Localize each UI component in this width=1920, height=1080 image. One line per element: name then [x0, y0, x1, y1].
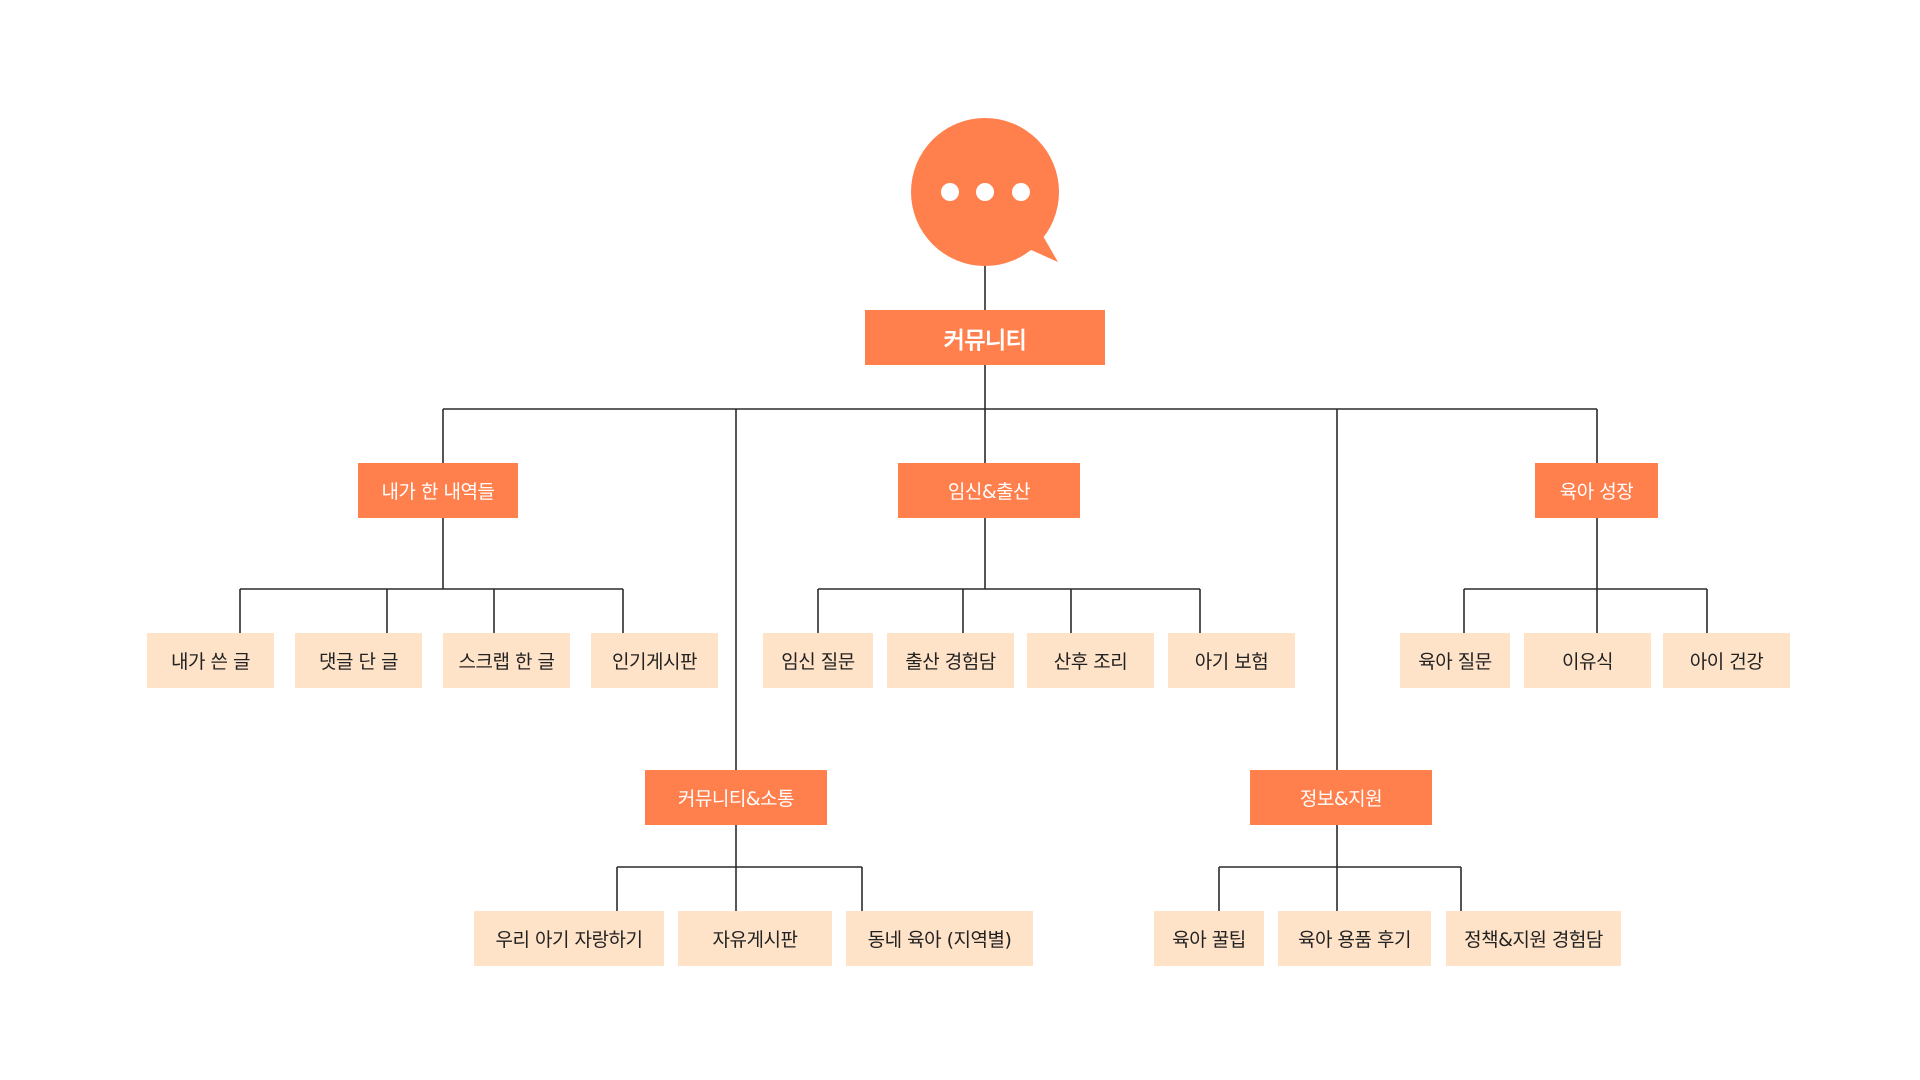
leaf-baby-food[interactable]: 이유식 [1524, 633, 1651, 688]
leaf-parenting-tips[interactable]: 육아 꿀팁 [1154, 911, 1264, 966]
leaf-child-health[interactable]: 아이 건강 [1663, 633, 1790, 688]
leaf-free-board[interactable]: 자유게시판 [678, 911, 832, 966]
category-my-activity[interactable]: 내가 한 내역들 [358, 463, 518, 518]
chat-dot-2 [976, 183, 994, 201]
leaf-product-reviews[interactable]: 육아 용품 후기 [1278, 911, 1431, 966]
leaf-policy-support-stories[interactable]: 정책&지원 경험담 [1446, 911, 1621, 966]
leaf-scrapped-posts[interactable]: 스크랩 한 글 [443, 633, 570, 688]
chat-bubble-icon [911, 118, 1059, 266]
root-node-community[interactable]: 커뮤니티 [865, 310, 1105, 365]
category-community-communication[interactable]: 커뮤니티&소통 [645, 770, 827, 825]
leaf-baby-insurance[interactable]: 아기 보험 [1168, 633, 1295, 688]
leaf-pregnancy-questions[interactable]: 임신 질문 [763, 633, 873, 688]
leaf-birth-stories[interactable]: 출산 경험담 [887, 633, 1014, 688]
chat-dot-3 [1012, 183, 1030, 201]
leaf-commented-posts[interactable]: 댓글 단 글 [295, 633, 422, 688]
category-childcare-growth[interactable]: 육아 성장 [1535, 463, 1658, 518]
leaf-baby-showoff[interactable]: 우리 아기 자랑하기 [474, 911, 664, 966]
chat-dot-1 [941, 183, 959, 201]
category-pregnancy-birth[interactable]: 임신&출산 [898, 463, 1080, 518]
leaf-local-parenting[interactable]: 동네 육아 (지역별) [846, 911, 1033, 966]
category-info-support[interactable]: 정보&지원 [1250, 770, 1432, 825]
leaf-childcare-questions[interactable]: 육아 질문 [1400, 633, 1510, 688]
leaf-my-posts[interactable]: 내가 쓴 글 [147, 633, 274, 688]
leaf-postpartum-care[interactable]: 산후 조리 [1027, 633, 1154, 688]
leaf-popular-board[interactable]: 인기게시판 [591, 633, 718, 688]
